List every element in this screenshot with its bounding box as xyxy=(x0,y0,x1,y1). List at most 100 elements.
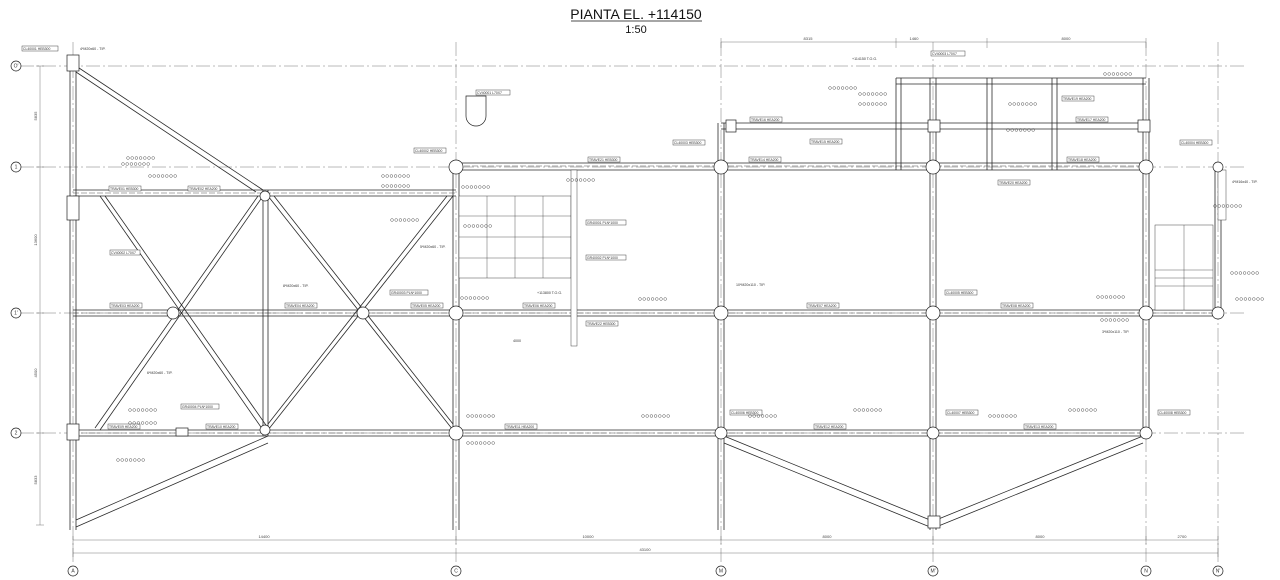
vertical-grid-lines xyxy=(72,42,1219,565)
tag-trave17: TRAVE17 HEA200 xyxy=(1077,118,1106,122)
tag-gr40003: GR40003 PLN*1000 xyxy=(391,291,422,295)
drawing-scale: 1:50 xyxy=(625,24,646,36)
bolt-cluster xyxy=(1100,318,1129,322)
bolt-cluster xyxy=(988,414,1017,418)
bolt-cluster xyxy=(381,174,410,178)
elevation-note-2: +113800 T.O.G. xyxy=(537,291,562,295)
axis-label-a: A xyxy=(71,568,75,574)
tag-trave22: TRAVE22 HEB300 xyxy=(587,322,616,326)
bolt-cluster xyxy=(1006,128,1035,132)
tag-trave05: TRAVE05 HEA200 xyxy=(412,304,441,308)
tag-trave03: TRAVE03 HEA200 xyxy=(111,304,140,308)
bolt-cluster xyxy=(461,185,490,189)
plate-tags: GR40001 PLN*1000 GR40002 PLN*1000 GR4000… xyxy=(180,219,627,410)
vertical-beams xyxy=(69,60,1222,530)
bolt-cluster xyxy=(128,421,157,425)
tag-trave10: TRAVE10 HEA200 xyxy=(207,425,236,429)
dim-top-1: 8315 xyxy=(804,36,814,41)
tag-cv40001: CV40001 L70X7 xyxy=(477,91,502,95)
bolt-cluster xyxy=(1230,271,1259,275)
note-bolts-4: 8*M20x60 - TIP. xyxy=(283,284,309,288)
bolt-notes: 4*M20x60 - TIP. 5*M20x60 - TIP. 6*M20x60… xyxy=(80,47,1258,375)
tag-cl40006: CL40006 HEB300 xyxy=(731,411,758,415)
right-stair-block xyxy=(1154,169,1227,311)
bolt-cluster xyxy=(121,162,150,166)
bolt-cluster xyxy=(1096,295,1125,299)
tag-trave16: TRAVE16 HEA200 xyxy=(751,118,780,122)
bolt-cluster xyxy=(466,441,495,445)
bolt-cluster xyxy=(463,224,492,228)
axis-label-m-prime: M' xyxy=(930,568,935,574)
tag-cl40007: CL40007 HEB300 xyxy=(947,411,974,415)
tag-trave21: TRAVE21 HEB300 xyxy=(589,158,618,162)
bolt-cluster xyxy=(641,414,670,418)
bolt-cluster xyxy=(148,174,177,178)
tag-trave18: TRAVE18 HEA200 xyxy=(1068,158,1097,162)
axis-label-1: 1 xyxy=(15,164,18,170)
bolt-cluster xyxy=(858,102,887,106)
bolt-cluster xyxy=(853,408,882,412)
drawing-title: PIANTA EL. +114150 xyxy=(570,6,702,22)
tag-gr40002: GR40002 PLN*1000 xyxy=(587,256,618,260)
brace-tags: CV40001 L70X7 CV40002 L70X7 CV40003 L70X… xyxy=(109,50,966,256)
bolt-cluster xyxy=(566,178,595,182)
tag-gr40001: GR40001 PLN*1000 xyxy=(587,221,618,225)
bolt-cluster xyxy=(1068,408,1097,412)
tag-cl40002: CL40002 HEB300 xyxy=(415,149,442,153)
dim-m-prime-n: 8000 xyxy=(1036,534,1046,539)
column-tags: CL40001 HEB300 CL40002 HEB300 CL40003 HE… xyxy=(21,45,1213,416)
column-nodes xyxy=(66,54,1225,529)
bolt-clusters xyxy=(116,72,1264,462)
bottom-dimensions: 14400 10000 8000 8000 2700 43100 xyxy=(72,534,1219,557)
dim-left-1: 5835 xyxy=(33,111,38,121)
axis-label-c: C xyxy=(454,568,458,574)
tag-trave04: TRAVE04 HEA200 xyxy=(286,304,315,308)
dim-total: 43100 xyxy=(639,547,651,552)
dim-top-3: 8000 xyxy=(1062,36,1072,41)
note-bolts-3: 6*M20x60 - TIP. xyxy=(147,371,173,375)
tag-trave09: TRAVE09 HEA200 xyxy=(109,425,138,429)
note-bolts-6: 3*M20x110 - TIP. xyxy=(1102,330,1129,334)
axis-label-2: 2 xyxy=(15,430,18,436)
bolt-cluster xyxy=(1103,72,1132,76)
horizontal-grid-lines xyxy=(20,65,1245,434)
diagonal-bracing xyxy=(75,65,1144,528)
bolt-cluster xyxy=(128,408,157,412)
bolt-cluster xyxy=(126,156,155,160)
tag-gr40004: GR40004 PLN*1000 xyxy=(182,405,213,409)
top-dimensions: 8315 1460 8000 xyxy=(720,36,1147,48)
stair-block: 4000 +113800 T.O.G. xyxy=(458,169,578,347)
tag-cv40003: CV40003 L70X7 xyxy=(932,52,957,56)
stair-dimension: 4000 xyxy=(513,339,521,343)
tag-trave06: TRAVE06 HEA200 xyxy=(524,304,553,308)
dim-a-c: 14400 xyxy=(258,534,270,539)
left-dimensions: 5835 13600 4500 5833 xyxy=(33,65,44,526)
tag-cv40002: CV40002 L70X7 xyxy=(111,251,136,255)
tag-cl40005: CL40005 HEB300 xyxy=(946,291,973,295)
horizontal-beams xyxy=(73,77,1218,437)
dim-m-m-prime: 8000 xyxy=(823,534,833,539)
tag-cl40001: CL40001 HEB300 xyxy=(23,47,50,51)
tag-trave14: TRAVE14 HEA200 xyxy=(750,158,779,162)
horizontal-axis-bubbles: O' 1 1' 2 xyxy=(10,60,22,439)
dim-top-2: 1460 xyxy=(910,36,920,41)
elevation-note: +114150 T.O.G. xyxy=(852,57,877,61)
tag-trave15: TRAVE15 HEA200 xyxy=(811,140,840,144)
bolt-cluster xyxy=(466,414,495,418)
tag-trave07: TRAVE07 HEA200 xyxy=(808,304,837,308)
axis-label-n: N xyxy=(1144,568,1148,574)
note-bolts-5: 10*M20x110 - TIP. xyxy=(736,283,765,287)
bolt-cluster xyxy=(381,184,410,188)
tag-trave08: TRAVE08 HEA200 xyxy=(1002,304,1031,308)
bolt-cluster xyxy=(1235,297,1264,301)
tag-trave02: TRAVE02 HEA200 xyxy=(189,187,218,191)
note-bolts-2: 5*M20x60 - TIP. xyxy=(420,245,446,249)
member-tags: TRAVE01 HEB300 TRAVE02 HEA200 TRAVE03 HE… xyxy=(107,95,1109,430)
tag-trave01: TRAVE01 HEB300 xyxy=(110,187,139,191)
bolt-cluster xyxy=(116,458,145,462)
tag-trave19: TRAVE19 HEA200 xyxy=(1063,97,1092,101)
note-bolts-1: 4*M20x60 - TIP. xyxy=(80,47,106,51)
dim-left-4: 5833 xyxy=(33,475,38,485)
tag-cl40003: CL40003 HEB300 xyxy=(674,141,701,145)
